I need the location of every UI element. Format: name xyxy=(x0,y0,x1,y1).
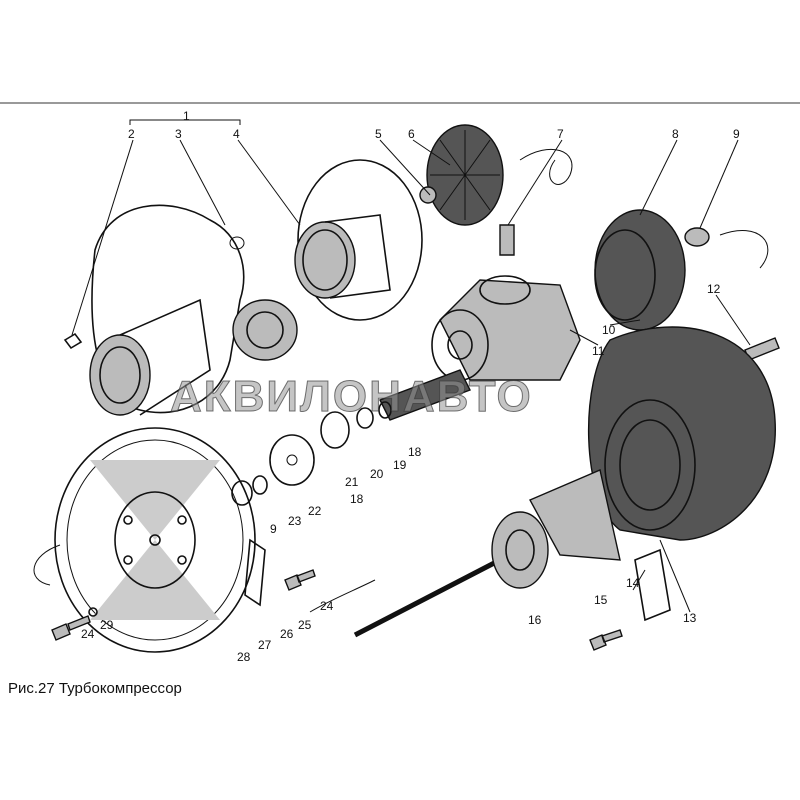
callout-9: 9 xyxy=(733,127,740,141)
housing-ring xyxy=(594,209,686,331)
compressor-housing xyxy=(63,204,298,416)
diffuser-plate xyxy=(294,159,423,321)
compressor-wheel xyxy=(419,124,504,226)
assembly-arrow xyxy=(309,579,376,613)
callout-18b: 18 xyxy=(350,492,364,506)
callout-21: 21 xyxy=(345,475,359,489)
callout-3: 3 xyxy=(175,127,182,141)
oil-fitting xyxy=(499,224,515,256)
callout-24b: 24 xyxy=(81,627,95,641)
assembly-arrow xyxy=(519,148,573,185)
callout-16: 16 xyxy=(528,613,542,627)
callout-7: 7 xyxy=(557,127,564,141)
clamp-14 xyxy=(634,548,671,622)
callout-10: 10 xyxy=(602,323,616,337)
callout-11: 11 xyxy=(592,344,605,358)
callout-2: 2 xyxy=(128,127,135,141)
callout-18: 18 xyxy=(408,445,422,459)
callout-19: 19 xyxy=(393,458,407,472)
bolt-24b xyxy=(284,569,316,591)
callout-8: 8 xyxy=(672,127,679,141)
callout-12: 12 xyxy=(707,282,721,296)
washers-and-seals xyxy=(231,401,392,506)
assembly-arrow xyxy=(719,230,769,269)
callout-24: 24 xyxy=(320,599,334,613)
callout-28: 28 xyxy=(237,650,251,664)
turbine-housing xyxy=(529,326,776,561)
callout-25: 25 xyxy=(298,618,312,632)
assembly-arrow xyxy=(33,544,61,586)
seal-ring xyxy=(684,227,710,247)
callout-26: 26 xyxy=(280,627,294,641)
washer-29 xyxy=(88,607,98,617)
callout-14: 14 xyxy=(626,576,640,590)
callout-23: 23 xyxy=(288,514,302,528)
back-plate xyxy=(54,427,256,653)
callout-4: 4 xyxy=(233,127,240,141)
bolt-15 xyxy=(589,629,623,651)
callout-27: 27 xyxy=(258,638,272,652)
callout-22: 22 xyxy=(308,504,322,518)
callout-9b: 9 xyxy=(270,522,277,536)
callout-5: 5 xyxy=(375,127,382,141)
callout-labels: 1 2 3 4 5 6 7 8 9 12 10 11 18 19 20 21 1… xyxy=(81,109,740,664)
leader-lines xyxy=(71,119,751,613)
callout-15: 15 xyxy=(594,593,608,607)
callout-13: 13 xyxy=(683,611,697,625)
turbine-rotor xyxy=(353,511,549,638)
callout-6: 6 xyxy=(408,127,415,141)
callout-20: 20 xyxy=(370,467,384,481)
bolt-24 xyxy=(51,615,91,641)
bearing-housing xyxy=(379,275,581,421)
callout-1: 1 xyxy=(183,109,190,123)
watermark: АКВИЛОНАВТО xyxy=(170,372,533,422)
clamp-26 xyxy=(244,538,266,607)
callout-29: 29 xyxy=(100,618,114,632)
figure-caption: Рис.27 Турбокомпрессор xyxy=(8,680,182,697)
